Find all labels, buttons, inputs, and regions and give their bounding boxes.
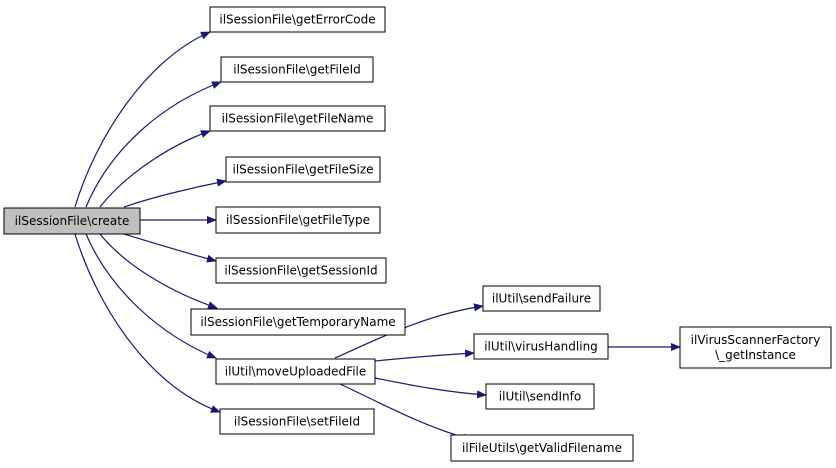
node-getFileType-label: ilSessionFile\getFileType <box>226 213 370 227</box>
edge-create-moveUploadedFile <box>85 233 217 359</box>
edge-create-getTemporaryName <box>99 233 218 309</box>
edge-create-getFileName <box>99 130 211 208</box>
node-setFileId-label: ilSessionFile\setFileId <box>234 415 360 429</box>
node-create-label: ilSessionFile\create <box>15 214 130 228</box>
edge-create-getErrorCode <box>74 31 211 208</box>
node-getTemporaryName[interactable]: ilSessionFile\getTemporaryName <box>190 308 406 336</box>
node-getErrorCode[interactable]: ilSessionFile\getErrorCode <box>209 6 386 33</box>
node-getTemporaryName-label: ilSessionFile\getTemporaryName <box>200 315 395 329</box>
node-sendFailure[interactable]: ilUtil\sendFailure <box>482 285 601 312</box>
node-getFileName-label: ilSessionFile\getFileName <box>222 112 374 126</box>
node-getValidFilename[interactable]: ilFileUtils\getValidFilename <box>450 434 634 462</box>
edge-move-sendInfo <box>374 377 487 399</box>
node-getInstance[interactable]: ilVirusScannerFactory \_getInstance <box>679 326 832 369</box>
edge-create-getSessionId <box>123 233 217 263</box>
node-moveUploadedFile-label: ilUtil\moveUploadedFile <box>225 365 367 379</box>
node-setFileId[interactable]: ilSessionFile\setFileId <box>219 408 375 435</box>
node-getInstance-label-line1: ilVirusScannerFactory <box>691 333 821 347</box>
node-virusHandling[interactable]: ilUtil\virusHandling <box>473 333 609 360</box>
node-getSessionId[interactable]: ilSessionFile\getSessionId <box>215 257 387 284</box>
node-getFileId[interactable]: ilSessionFile\getFileId <box>220 56 374 83</box>
edge-move-virusHandling <box>374 349 475 362</box>
node-create[interactable]: ilSessionFile\create <box>3 207 141 235</box>
node-sendInfo-label: ilUtil\sendInfo <box>499 390 581 404</box>
node-getErrorCode-label: ilSessionFile\getErrorCode <box>219 13 375 27</box>
node-sendInfo[interactable]: ilUtil\sendInfo <box>485 383 595 410</box>
node-getFileSize-label: ilSessionFile\getFileSize <box>233 163 374 177</box>
edge-create-getFileSize <box>123 178 227 208</box>
node-getInstance-label-line2: \_getInstance <box>715 348 796 362</box>
edge-create-getFileId <box>85 81 222 208</box>
node-getValidFilename-label: ilFileUtils\getValidFilename <box>462 441 622 455</box>
node-moveUploadedFile[interactable]: ilUtil\moveUploadedFile <box>215 358 376 385</box>
node-getFileType[interactable]: ilSessionFile\getFileType <box>215 206 381 234</box>
node-getFileName[interactable]: ilSessionFile\getFileName <box>209 105 386 132</box>
node-virusHandling-label: ilUtil\virusHandling <box>484 340 598 354</box>
node-getFileId-label: ilSessionFile\getFileId <box>233 63 361 77</box>
node-sendFailure-label: ilUtil\sendFailure <box>492 292 591 306</box>
node-getFileSize[interactable]: ilSessionFile\getFileSize <box>225 156 381 183</box>
node-getSessionId-label: ilSessionFile\getSessionId <box>224 264 377 278</box>
edge-create-setFileId <box>74 233 221 413</box>
